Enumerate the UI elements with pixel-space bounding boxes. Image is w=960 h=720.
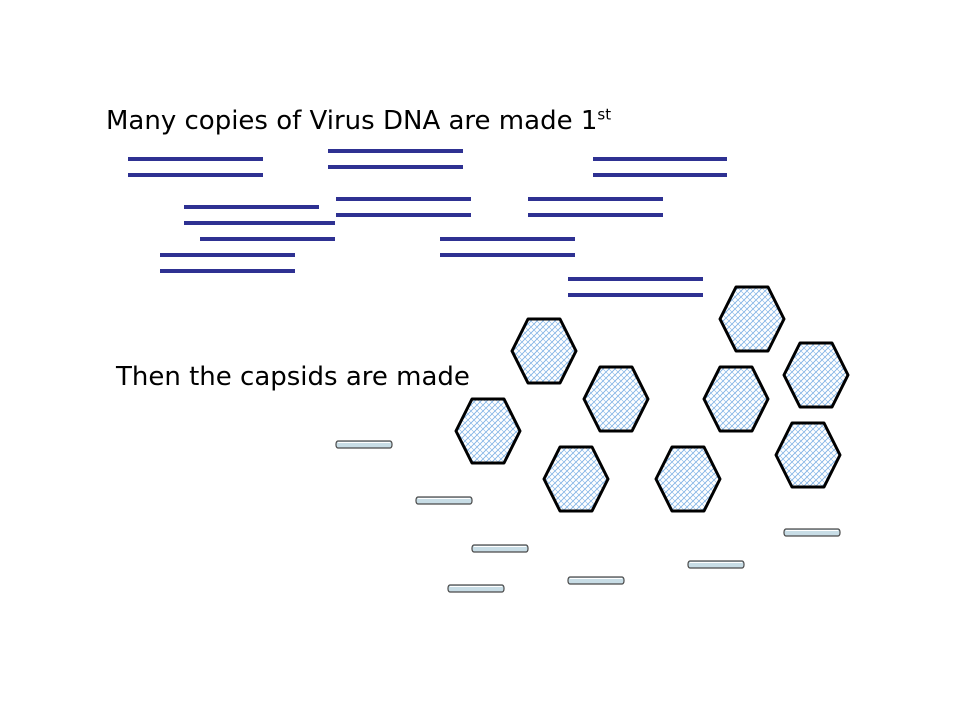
capsid-hexagon [582,365,650,433]
dna-caption: Many copies of Virus DNA are made 1st [106,106,611,136]
capsid-hexagon [454,397,522,465]
capsid-hexagon [654,445,722,513]
dna-strand-pair [568,277,703,297]
dna-strand-pair [160,253,295,273]
dna-strand-pair [593,157,727,177]
dna-strand-pair [440,237,575,257]
dna-strand-pair [128,157,263,177]
capsid-hexagon [510,317,578,385]
protein-disc [447,584,505,593]
capsid-hexagon [542,445,610,513]
capsid-caption: Then the capsids are made [116,362,470,392]
protein-discs [335,440,841,593]
dna-copies [128,149,727,297]
capsid-hexagons [454,285,850,513]
capsid-hexagon [774,421,842,489]
protein-disc [335,440,393,449]
protein-disc [567,576,625,585]
capsid-hexagon [718,285,786,353]
protein-disc [687,560,745,569]
capsid-hexagon [702,365,770,433]
dna-caption-text: Many copies of Virus DNA are made 1 [106,106,598,136]
dna-strand-pair [528,197,663,217]
protein-disc [783,528,841,537]
dna-strand-pair [200,221,335,241]
dna-strand-pair [184,205,319,225]
dna-strand-pair [328,149,463,169]
capsid-hexagon [782,341,850,409]
dna-strand-pair [336,197,471,217]
protein-disc [471,544,529,553]
protein-disc [415,496,473,505]
dna-caption-superscript: st [597,105,612,124]
